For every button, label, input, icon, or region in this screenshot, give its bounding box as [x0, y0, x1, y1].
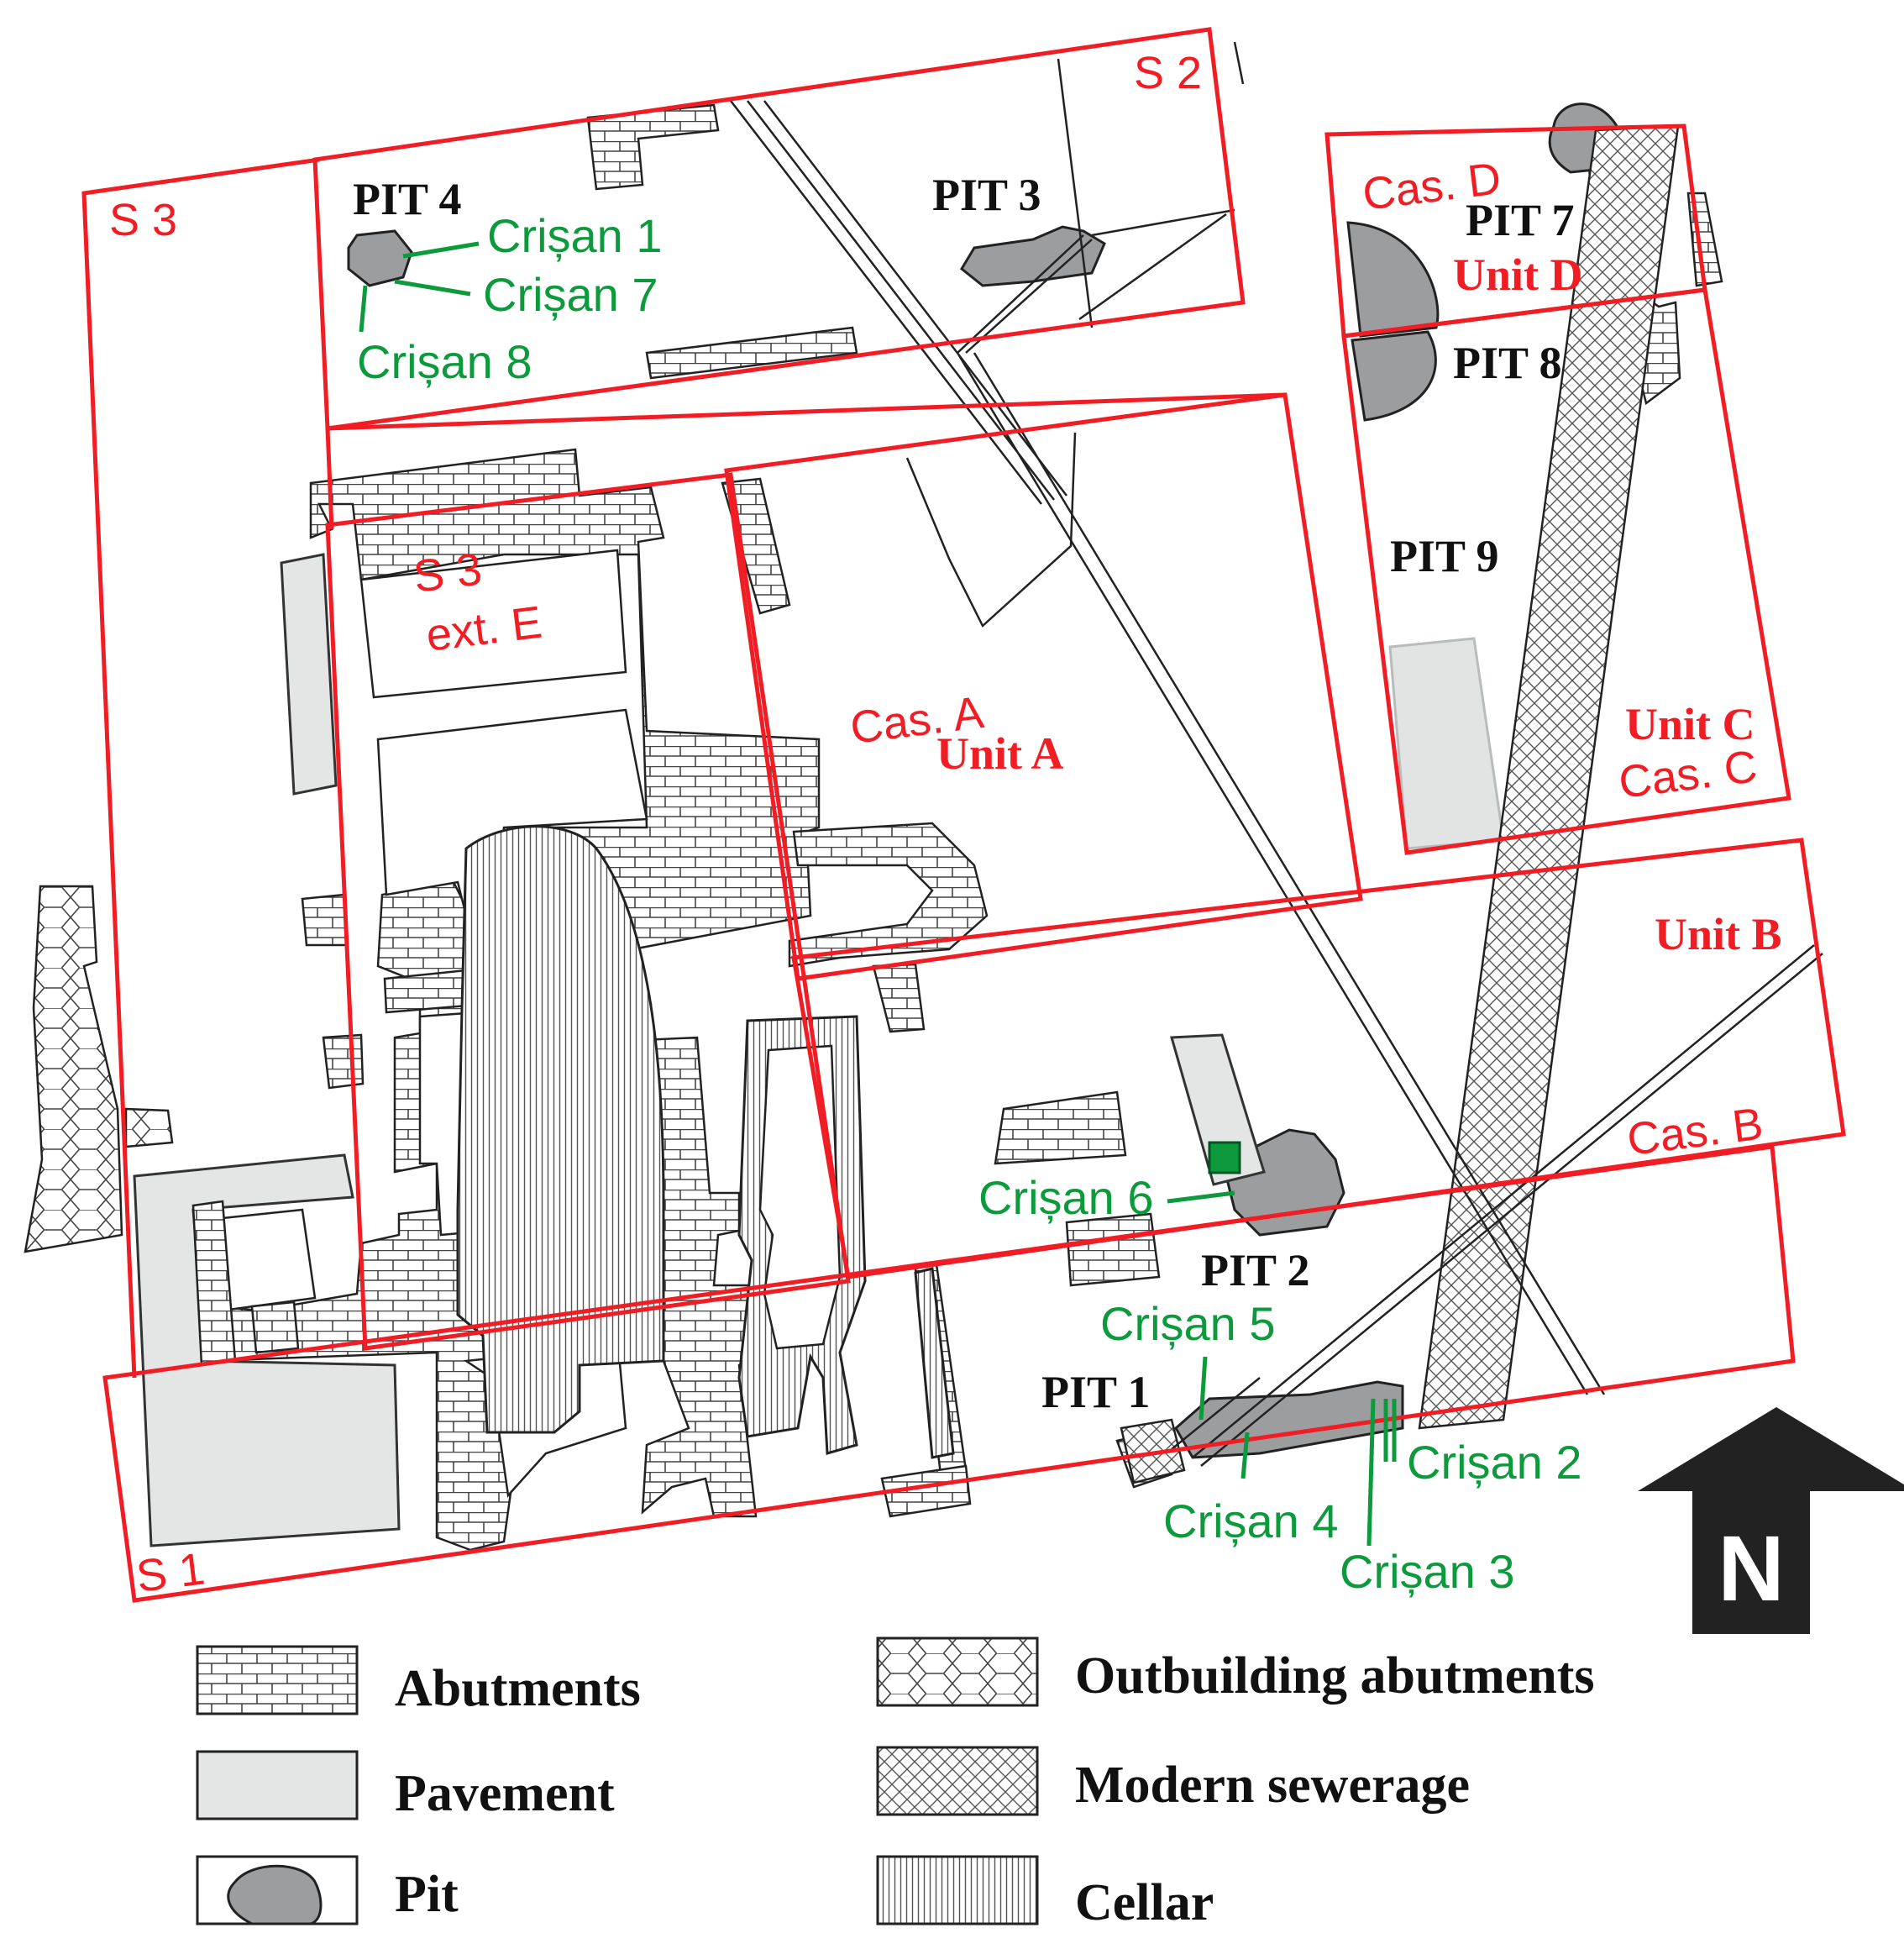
- legend-label-abutments: Abutments: [395, 1660, 641, 1717]
- cellar-interior: [758, 1044, 842, 1350]
- pipe-line: [957, 234, 1093, 354]
- legend-label-sewerage: Modern sewerage: [1075, 1757, 1470, 1814]
- label-crisan-1: Crișan 1: [487, 209, 663, 262]
- leader-crisan-2: [1383, 1399, 1397, 1462]
- label-unit-a: Unit A: [936, 728, 1064, 779]
- pit-4: [347, 229, 413, 287]
- label-s1: S 1: [134, 1543, 207, 1601]
- pit-8: [1351, 330, 1437, 422]
- abutment-wall: [586, 103, 720, 191]
- label-crisan-5: Crișan 5: [1100, 1297, 1276, 1350]
- label-crisan-2: Crișan 2: [1407, 1436, 1582, 1489]
- pipe-line: [1078, 208, 1235, 321]
- abutment-wall: [250, 1300, 300, 1354]
- leader-crisan-1: [402, 241, 480, 259]
- room-interior: [359, 549, 627, 699]
- legend-label-outbuilding: Outbuilding abutments: [1075, 1647, 1595, 1705]
- abutment-wall: [872, 963, 926, 1033]
- leader-crisan-4: [1240, 1432, 1250, 1479]
- legend-swatch-abutments: [196, 1645, 359, 1715]
- pipe-line: [1171, 944, 1823, 1467]
- trench-s1[interactable]: [102, 1144, 1796, 1603]
- trench-s3[interactable]: [81, 157, 320, 1379]
- cellar: [456, 825, 665, 1434]
- sample-marker-crisan-6: [1208, 1141, 1241, 1174]
- leader-crisan-5: [1199, 1356, 1208, 1421]
- label-crisan-4: Crișan 4: [1163, 1495, 1339, 1547]
- label-crisan-7: Crișan 7: [483, 268, 658, 321]
- label-pit-7: PIT 7: [1466, 195, 1575, 245]
- trench-unit-c[interactable]: [1341, 287, 1791, 855]
- abutment-wall: [1065, 1212, 1161, 1287]
- legend: Abutments Pavement Pit Outbuilding abutm…: [196, 1636, 1595, 1931]
- pit-d: [1346, 221, 1440, 338]
- outbuilding-abutment: [24, 885, 123, 1253]
- label-s3-ext: S 3: [411, 544, 485, 602]
- leader-crisan-6: [1167, 1190, 1235, 1204]
- abutment-wall: [880, 1464, 972, 1518]
- pipe-line: [730, 100, 1606, 1395]
- abutment-wall: [301, 893, 348, 947]
- label-cas-c: Cas. C: [1616, 741, 1760, 808]
- trench-unit-a[interactable]: [724, 392, 1363, 981]
- legend-label-cellar: Cellar: [1075, 1874, 1214, 1931]
- legend-label-pavement: Pavement: [395, 1765, 615, 1822]
- label-s3: S 3: [109, 195, 177, 245]
- label-crisan-3: Crișan 3: [1340, 1545, 1515, 1598]
- label-unit-c: Unit C: [1625, 699, 1755, 749]
- north-arrow-icon: [1638, 1407, 1904, 1634]
- label-pit-9: PIT 9: [1390, 531, 1499, 581]
- legend-swatch-cellar: [876, 1855, 1039, 1925]
- abutment-wall: [721, 477, 791, 615]
- legend-swatch-outbuilding: [876, 1636, 1039, 1707]
- leader-crisan-7: [394, 279, 471, 297]
- trench-unit-b[interactable]: [791, 838, 1846, 1279]
- pit-3: [960, 225, 1106, 287]
- abutment-wall: [788, 822, 989, 968]
- trench-s3-inner[interactable]: [325, 428, 334, 530]
- pavement-area: [280, 553, 338, 796]
- room-interior: [221, 1208, 317, 1312]
- label-pit-3: PIT 3: [932, 170, 1041, 220]
- label-crisan-6: Crișan 6: [978, 1171, 1154, 1224]
- trench-s2[interactable]: [312, 27, 1246, 431]
- label-crisan-8: Crișan 8: [357, 335, 532, 388]
- label-pit-8: PIT 8: [1453, 338, 1562, 388]
- label-pit-4: PIT 4: [353, 174, 462, 224]
- north-arrow-label: N: [1718, 1517, 1784, 1621]
- trench-s3-ext-e[interactable]: [325, 472, 851, 1351]
- legend-swatch-pavement: [196, 1750, 359, 1820]
- legend-swatch-sewerage: [876, 1746, 1039, 1816]
- leader-crisan-8: [359, 285, 368, 333]
- label-unit-d: Unit D: [1453, 250, 1583, 300]
- leader-crisan-3: [1366, 1398, 1376, 1547]
- label-pit-1: PIT 1: [1041, 1367, 1151, 1417]
- pipe-line: [905, 41, 1245, 628]
- outbuilding-abutment: [124, 1107, 174, 1148]
- label-pit-2: PIT 2: [1201, 1245, 1310, 1295]
- cellar: [914, 1267, 955, 1459]
- label-unit-b: Unit B: [1655, 909, 1782, 959]
- trench-s3-top[interactable]: [327, 392, 1286, 431]
- legend-label-pit: Pit: [395, 1866, 459, 1923]
- abutment-wall: [994, 1090, 1127, 1165]
- label-cas-b: Cas. B: [1624, 1099, 1765, 1165]
- abutment-wall: [645, 326, 858, 380]
- pavement-area: [1388, 637, 1505, 850]
- north-arrow: N: [1638, 1407, 1904, 1634]
- legend-pit-icon: [227, 1864, 323, 1925]
- modern-sewer: [1120, 1418, 1186, 1484]
- abutment-wall: [322, 1033, 365, 1090]
- label-s2: S 2: [1134, 48, 1202, 98]
